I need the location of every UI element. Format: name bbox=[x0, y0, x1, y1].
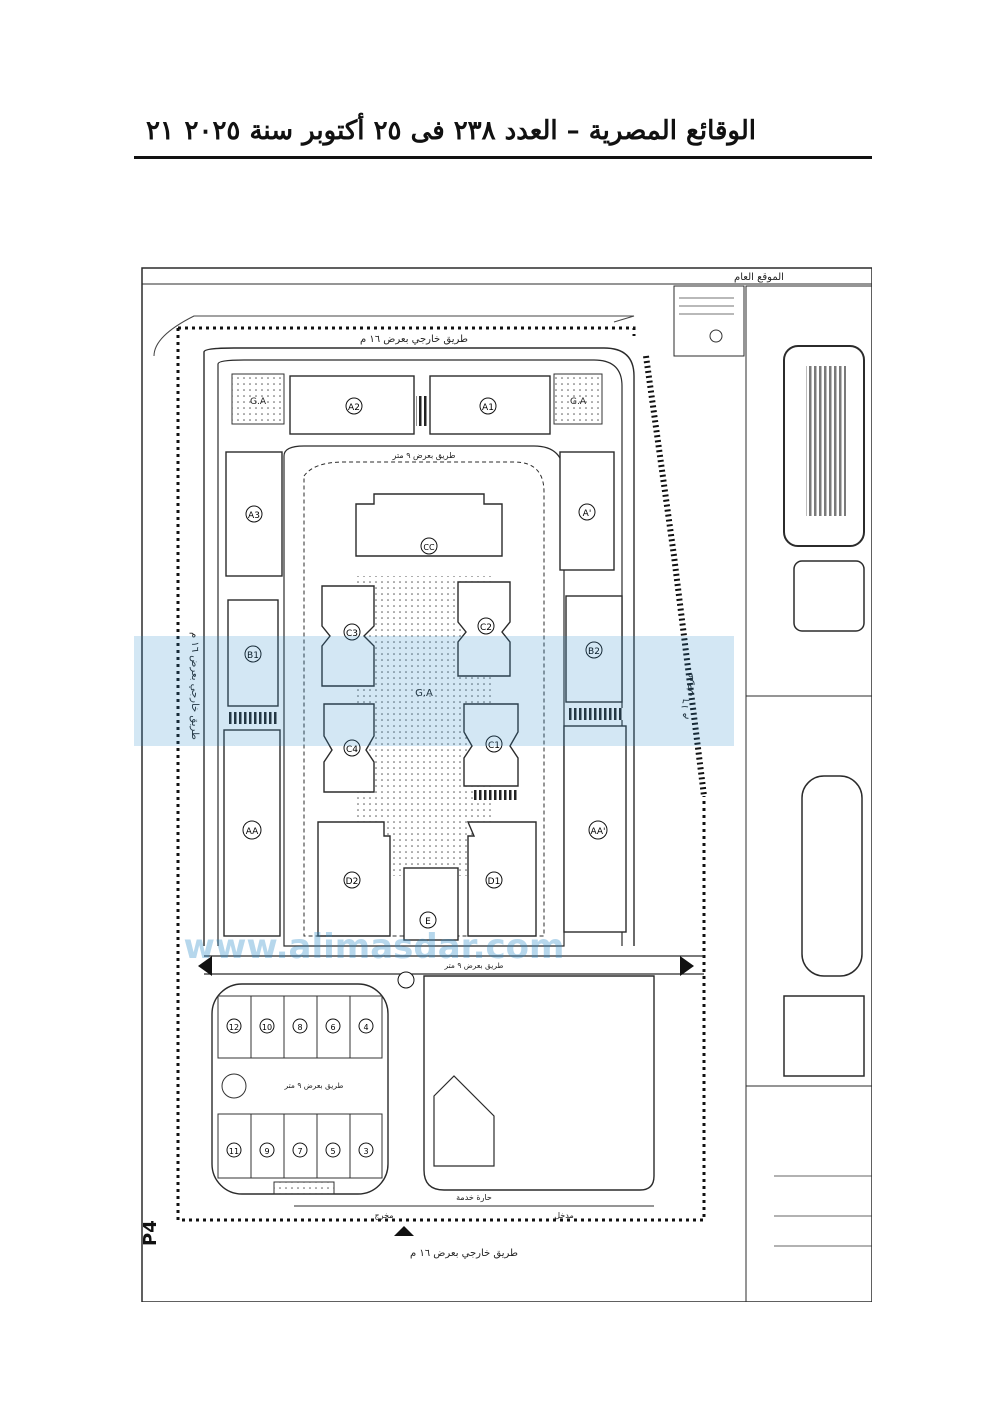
green-area-top-right bbox=[553, 373, 603, 425]
green-area-top-left bbox=[231, 373, 285, 425]
label-c1: C1 bbox=[488, 741, 500, 751]
building-e: E bbox=[403, 867, 459, 941]
sheet-code: P4 bbox=[140, 1220, 161, 1246]
header-title: الوقائع المصرية – العدد ٢٣٨ فى ٢٥ أكتوبر… bbox=[184, 116, 756, 146]
label-aap: AA' bbox=[590, 827, 605, 837]
villa-bottom-label-3: 3 bbox=[363, 1147, 368, 1156]
watermark: www.alimasdar.com bbox=[94, 636, 734, 967]
building-a2: A2 bbox=[289, 375, 415, 435]
entry-marker-left bbox=[198, 956, 212, 976]
villa-bottom-marker-9 bbox=[259, 1142, 275, 1158]
road-top-label: طريق خارجي بعرض ١٦ م bbox=[360, 334, 468, 345]
villa-bottom-marker-5 bbox=[325, 1142, 341, 1158]
site-plan: الموقع العام طريق خارجي بعرض ١٦ م طريق خ… bbox=[94, 256, 873, 1303]
label-a1p: A' bbox=[583, 509, 592, 519]
green-area-label-2: G.A bbox=[570, 397, 587, 407]
building-b1: B1 bbox=[227, 599, 279, 707]
label-a2: A2 bbox=[348, 403, 360, 413]
page-number: ٢١ bbox=[146, 116, 174, 146]
label-b1: B1 bbox=[247, 651, 259, 661]
villa-top-marker-8 bbox=[292, 1018, 308, 1034]
label-c3: C3 bbox=[346, 629, 358, 639]
site-label: الموقع العام bbox=[734, 272, 784, 283]
building-b2: B2 bbox=[565, 595, 623, 703]
building-cc: CC bbox=[355, 493, 503, 557]
header-rule bbox=[134, 156, 872, 159]
building-c4: C4 bbox=[323, 703, 375, 793]
green-area-label: G.A bbox=[250, 397, 267, 407]
page-header: الوقائع المصرية – العدد ٢٣٨ فى ٢٥ أكتوبر… bbox=[134, 112, 872, 156]
building-d1: D1 bbox=[466, 821, 537, 937]
villa-top-label-6: 6 bbox=[330, 1023, 335, 1032]
inner-road-label: طريق بعرض ٩ متر bbox=[392, 451, 456, 460]
site-plan-drawing: الموقع العام طريق خارجي بعرض ١٦ م طريق خ… bbox=[94, 267, 873, 1303]
boundary-right bbox=[643, 355, 707, 797]
building-d2: D2 bbox=[317, 821, 391, 937]
entry-marker-right bbox=[680, 956, 694, 976]
neighbouring-drawing bbox=[745, 285, 873, 1303]
road-left-label: طريق خارجي بعرض ١٦ م bbox=[189, 632, 200, 740]
label-c2: C2 bbox=[480, 623, 492, 633]
label-c4: C4 bbox=[346, 745, 358, 755]
villa-top-label-10: 10 bbox=[262, 1023, 272, 1032]
title-block: الموقع العام bbox=[673, 272, 784, 357]
central-green-label: G.A bbox=[415, 688, 433, 699]
villa-top-marker-12 bbox=[226, 1018, 242, 1034]
service-lane-label: حارة خدمة bbox=[456, 1193, 492, 1202]
open-area bbox=[423, 975, 655, 1191]
villa-top-label-12: 12 bbox=[229, 1023, 239, 1032]
label-e: E bbox=[425, 917, 431, 927]
label-aa: AA bbox=[246, 827, 259, 837]
building-c1: C1 bbox=[463, 703, 519, 787]
villas-road-label: طريق بعرض ٩ متر bbox=[284, 1081, 344, 1090]
building-aa: AA bbox=[223, 729, 281, 937]
villa-bottom-label-11: 11 bbox=[229, 1147, 239, 1156]
villa-top-marker-6 bbox=[325, 1018, 341, 1034]
label-a1: A1 bbox=[482, 403, 494, 413]
villa-bottom-marker-3 bbox=[358, 1142, 374, 1158]
label-d1: D1 bbox=[488, 877, 501, 887]
villa-top-marker-10 bbox=[259, 1018, 275, 1034]
road-bottom-label: طريق خارجي بعرض ١٦ م bbox=[410, 1248, 518, 1259]
villas-block: طريق بعرض ٩ متر bbox=[211, 983, 389, 1195]
building-aa-prime: AA' bbox=[563, 725, 627, 933]
entrance-label: مدخل bbox=[554, 1211, 574, 1220]
label-a3: A3 bbox=[248, 511, 260, 521]
building-c2: C2 bbox=[457, 581, 511, 677]
building-a1-prime: A' bbox=[559, 451, 615, 571]
villa-bottom-label-5: 5 bbox=[330, 1147, 335, 1156]
label-cc: CC bbox=[423, 543, 435, 552]
villa-bottom-marker-11 bbox=[226, 1142, 242, 1158]
building-a1: A1 bbox=[429, 375, 551, 435]
building-c3: C3 bbox=[321, 585, 375, 687]
building-a3: A3 bbox=[225, 451, 283, 577]
label-b2: B2 bbox=[588, 647, 600, 657]
watermark-url: www.alimasdar.com bbox=[184, 927, 565, 967]
exit-label: مخرج bbox=[374, 1211, 393, 1220]
villa-bottom-label-9: 9 bbox=[264, 1147, 269, 1156]
inner-road-bottom: طريق بعرض ٩ متر bbox=[444, 961, 504, 970]
villa-top-label-8: 8 bbox=[297, 1023, 302, 1032]
villa-top-marker-4 bbox=[358, 1018, 374, 1034]
site-boundary bbox=[176, 326, 706, 1222]
villa-bottom-marker-7 bbox=[292, 1142, 308, 1158]
label-d2: D2 bbox=[346, 877, 359, 887]
villa-bottom-label-7: 7 bbox=[297, 1147, 302, 1156]
villa-top-label-4: 4 bbox=[363, 1023, 368, 1032]
